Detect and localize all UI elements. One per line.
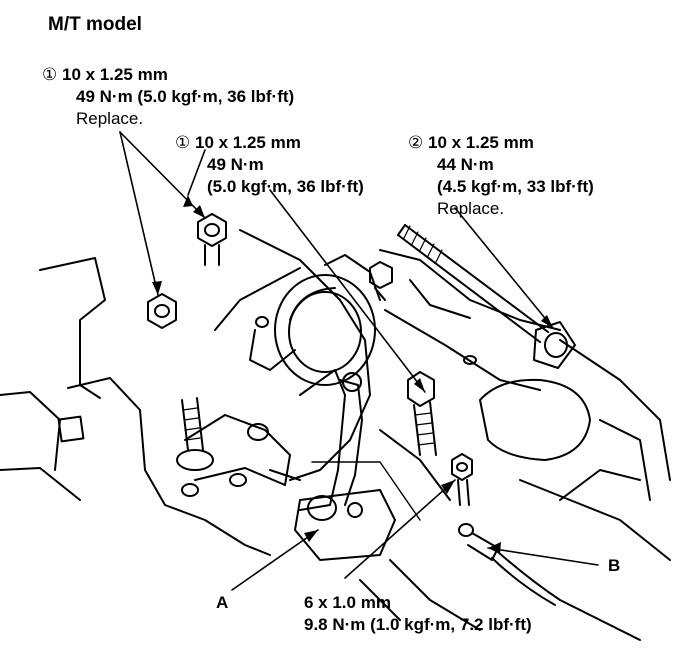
leader-b [487, 547, 599, 566]
callout-2-torque: 49 N·m [207, 155, 264, 174]
through-bolt [397, 224, 576, 369]
leader-callout-2 [269, 189, 426, 393]
callout-1-size: 10 x 1.25 mm [61, 65, 168, 84]
callout-3-size: 10 x 1.25 mm [427, 133, 534, 152]
callout-1-note: Replace. [76, 109, 144, 128]
leader-callout-1-lower [119, 131, 159, 296]
callout-3-torque-alt: (4.5 kgf·m, 33 lbf·ft) [437, 177, 594, 196]
callout-3-note: Replace. [437, 199, 505, 218]
callout-2-size: 10 x 1.25 mm [194, 133, 301, 152]
leader-callout-3 [454, 207, 554, 329]
callout-2-size-line: ① 10 x 1.25 mm [175, 133, 301, 153]
arrowhead-8 [488, 542, 501, 554]
arrowhead-3 [183, 195, 193, 207]
ground-terminal [458, 523, 641, 641]
callout-1-size-line: ① 10 x 1.25 mm [42, 65, 168, 85]
leader-a [231, 529, 319, 591]
label-b: B [608, 556, 621, 575]
mount-bracket [184, 229, 396, 561]
label-a: A [216, 593, 229, 612]
leader-callout-1b-start [187, 149, 206, 196]
callout-1-marker: ① [42, 65, 58, 84]
leader-bolt-6mm [344, 479, 456, 579]
page-title: M/T model [48, 14, 142, 35]
reference-line [311, 461, 421, 521]
arrowhead-2 [152, 281, 162, 295]
bolt-middle [407, 371, 437, 456]
callout-4-torque: 9.8 N·m (1.0 kgf·m, 7.2 lbf·ft) [304, 615, 532, 634]
bolt-small [451, 453, 473, 506]
arrowhead-6 [304, 530, 318, 542]
callout-3-size-line: ② 10 x 1.25 mm [408, 133, 534, 153]
arrowhead-7 [441, 480, 455, 494]
callout-1-torque: 49 N·m (5.0 kgf·m, 36 lbf·ft) [76, 87, 295, 106]
callout-4-size: 6 x 1.0 mm [304, 593, 391, 612]
callout-3-torque: 44 N·m [437, 155, 494, 174]
nut-upper-left [197, 213, 227, 266]
frame-rail [0, 257, 271, 556]
nut-stud-left [147, 293, 269, 497]
leader-lines [119, 131, 599, 591]
bolt-upper-bracket [369, 261, 393, 301]
callout-2-marker: ① [175, 133, 191, 152]
callout-2-torque-alt: (5.0 kgf·m, 36 lbf·ft) [207, 177, 364, 196]
arrowhead-4 [414, 378, 425, 392]
transmission-housing [359, 249, 671, 631]
arrowhead-1 [193, 205, 205, 218]
callout-3-marker: ② [408, 133, 424, 152]
